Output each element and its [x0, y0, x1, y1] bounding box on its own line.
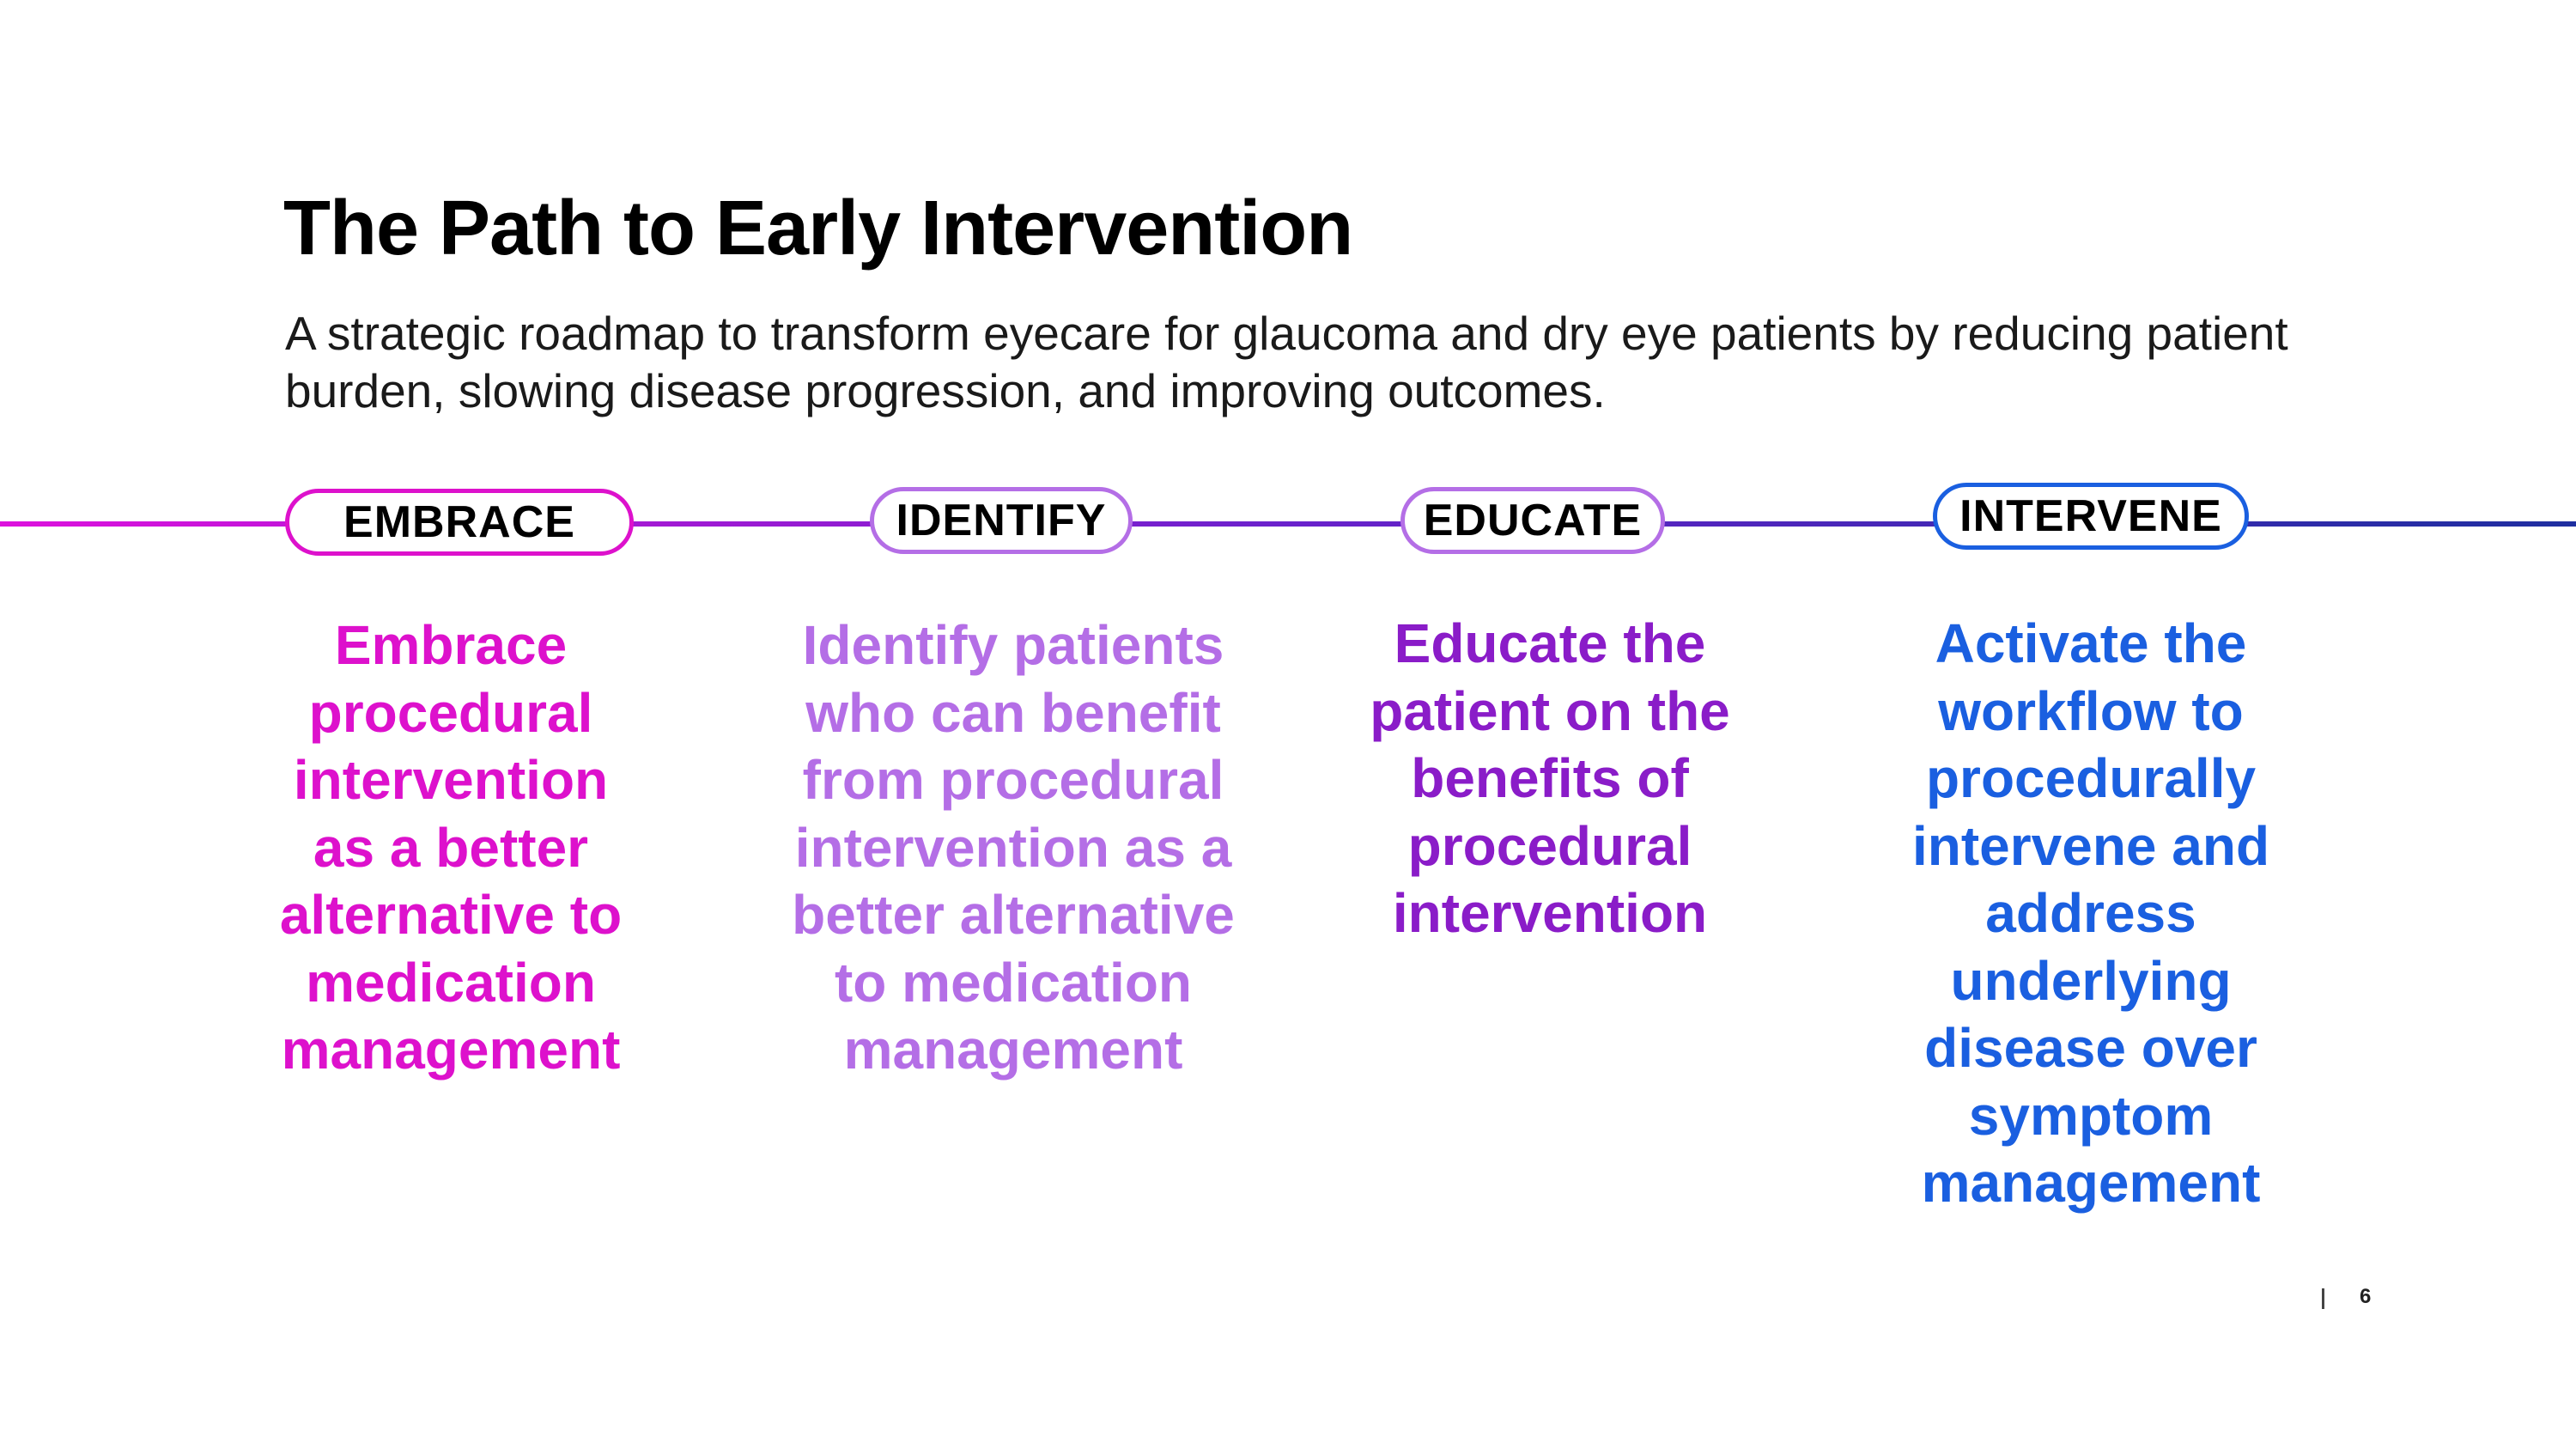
step-pill-embrace: EMBRACE	[285, 489, 634, 556]
step-text-identify: Identify patients who can benefit from p…	[792, 614, 1235, 1081]
page-subtitle: A strategic roadmap to transform eyecare…	[285, 307, 2288, 417]
step-text-embrace: Embrace procedural intervention as a bet…	[279, 614, 623, 1081]
step-pill-intervene: INTERVENE	[1933, 483, 2249, 550]
step-pill-educate: EDUCATE	[1400, 487, 1665, 554]
timeline-line	[0, 521, 2576, 527]
page-number: 6	[2360, 1285, 2372, 1308]
footer-separator	[2322, 1288, 2324, 1309]
step-text-intervene: Activate the workflow to procedurally in…	[1911, 612, 2270, 1214]
step-text-educate: Educate the patient on the benefits of p…	[1370, 612, 1730, 944]
page-title: The Path to Early Intervention	[283, 186, 1353, 271]
step-pill-identify: IDENTIFY	[870, 487, 1133, 554]
